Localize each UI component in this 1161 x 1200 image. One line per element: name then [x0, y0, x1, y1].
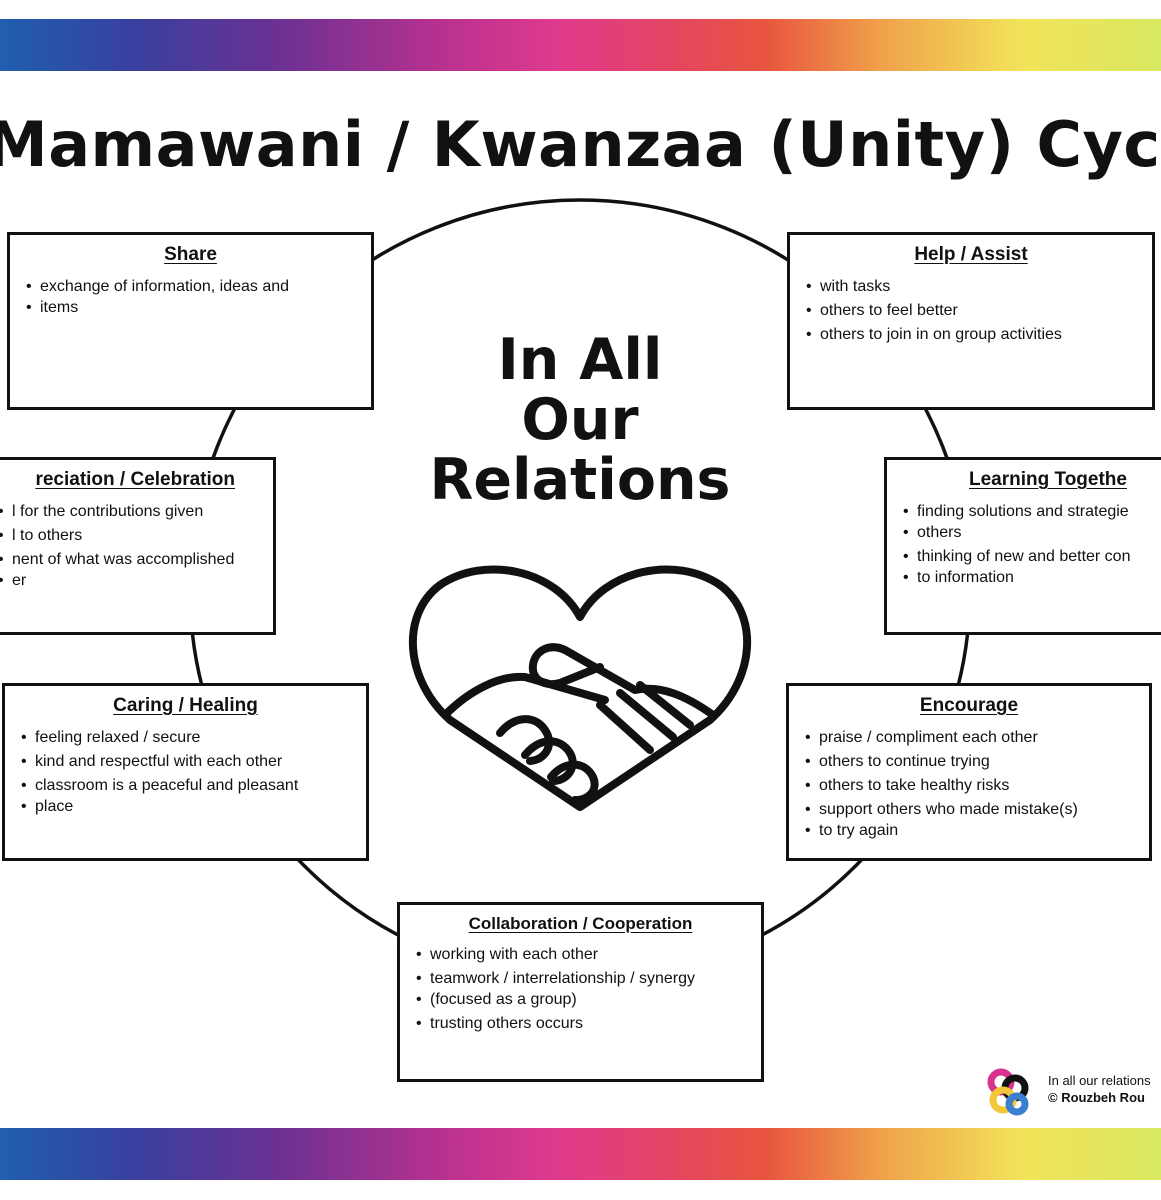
appreciation-item: l for the contributions given — [0, 501, 273, 522]
help-assist-item: others to feel better — [806, 300, 1152, 321]
encourage-item: others to take healthy risks — [805, 775, 1149, 796]
encourage-item: support others who made mistake(s) — [805, 799, 1149, 820]
caring-healing-title: Caring / Healing — [113, 695, 258, 716]
share-box: Share exchange of information, ideas and… — [7, 232, 374, 410]
learning-item: thinking of new and better con — [903, 546, 1161, 567]
poster-title: Mamawani / Kwanzaa (Unity) Cycle — [0, 108, 1161, 181]
encourage-item: others to continue trying — [805, 751, 1149, 772]
help-assist-item: with tasks — [806, 276, 1152, 297]
encourage-title: Encourage — [919, 695, 1019, 716]
help-assist-item: others to join in on group activities — [806, 324, 1152, 345]
footer-copyright: © Rouzbeh Rou — [1048, 1090, 1145, 1105]
center-title-line-2: Our — [521, 387, 639, 453]
center-title-line-1: In All — [497, 327, 663, 393]
rainbow-band-bottom — [0, 1128, 1161, 1180]
caring-item: feeling relaxed / secure — [21, 727, 366, 748]
learning-list: finding solutions and strategie others t… — [887, 501, 1161, 588]
caring-item: classroom is a peaceful and pleasant — [21, 775, 366, 796]
share-list: exchange of information, ideas and items — [10, 276, 371, 318]
appreciation-list: l for the contributions given l to other… — [0, 501, 273, 591]
caring-healing-box: Caring / Healing feeling relaxed / secur… — [2, 683, 369, 861]
share-item: items — [26, 297, 371, 318]
share-title: Share — [164, 244, 217, 265]
learning-item: finding solutions and strategie — [903, 501, 1161, 522]
rainbow-band-top — [0, 19, 1161, 71]
encourage-list: praise / compliment each other others to… — [789, 727, 1149, 841]
appreciation-item: nent of what was accomplished — [0, 549, 273, 570]
share-item: exchange of information, ideas and — [26, 276, 371, 297]
caring-item: kind and respectful with each other — [21, 751, 366, 772]
appreciation-item: er — [0, 570, 273, 591]
collab-item: trusting others occurs — [416, 1013, 761, 1034]
appreciation-celebration-box: reciation / Celebration l for the contri… — [0, 457, 276, 635]
caring-item: place — [21, 796, 366, 817]
learning-together-title: Learning Togethe — [969, 469, 1127, 490]
appreciation-celebration-title: reciation / Celebration — [35, 469, 235, 490]
encourage-item: to try again — [805, 820, 1149, 841]
help-assist-title: Help / Assist — [914, 244, 1028, 265]
collaboration-cooperation-title: Collaboration / Cooperation — [468, 914, 693, 933]
collab-item: working with each other — [416, 944, 761, 965]
help-assist-list: with tasks others to feel better others … — [790, 276, 1152, 345]
handshake-heart-icon — [408, 565, 752, 811]
caring-list: feeling relaxed / secure kind and respec… — [5, 727, 366, 817]
collab-item: (focused as a group) — [416, 989, 761, 1010]
collaboration-cooperation-box: Collaboration / Cooperation working with… — [397, 902, 764, 1082]
footer-line-1: In all our relations — [1048, 1073, 1151, 1088]
collab-item: teamwork / interrelationship / synergy — [416, 968, 761, 989]
encourage-box: Encourage praise / compliment each other… — [786, 683, 1152, 861]
knot-logo-icon — [987, 1068, 1029, 1116]
collab-list: working with each other teamwork / inter… — [400, 944, 761, 1034]
encourage-item: praise / compliment each other — [805, 727, 1149, 748]
footer-credit: In all our relations © Rouzbeh Rou — [1048, 1072, 1151, 1106]
learning-item: to information — [903, 567, 1161, 588]
learning-item: others — [903, 522, 1161, 543]
center-title: In All Our Relations — [410, 330, 750, 510]
center-title-line-3: Relations — [429, 447, 731, 513]
learning-together-box: Learning Togethe finding solutions and s… — [884, 457, 1161, 635]
help-assist-box: Help / Assist with tasks others to feel … — [787, 232, 1155, 410]
appreciation-item: l to others — [0, 525, 273, 546]
